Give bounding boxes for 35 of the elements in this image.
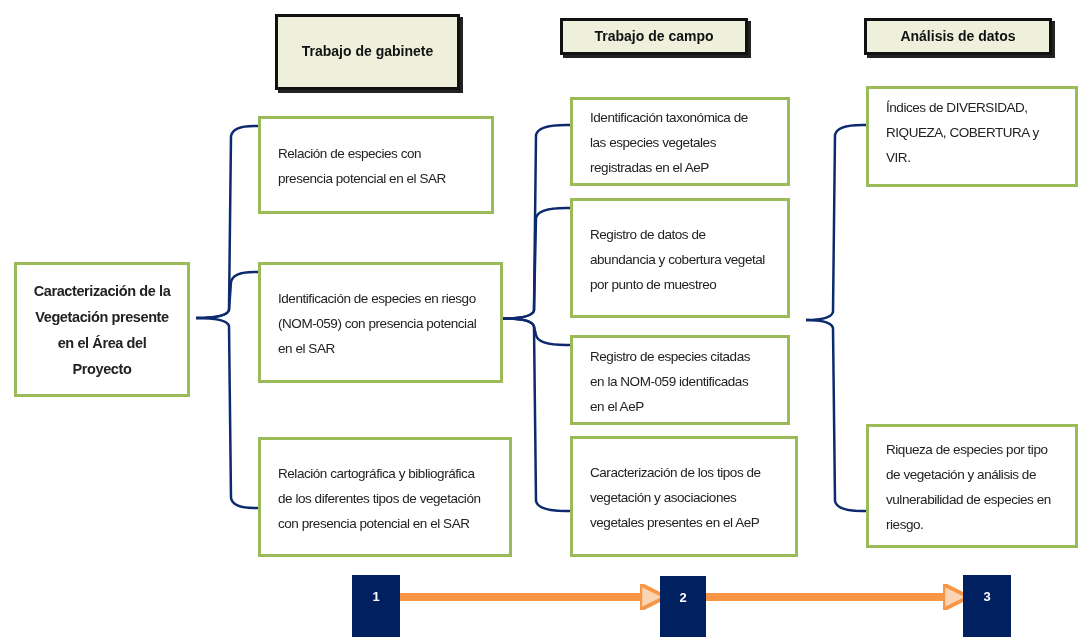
phase-header bbox=[864, 18, 1052, 55]
step-number-box bbox=[963, 575, 1011, 637]
phase-header bbox=[560, 18, 748, 55]
box-text: Relación cartográfica y bibliográfica de los diferentes tipos de vegetación con presencia potencial en el SAR bbox=[278, 464, 482, 533]
process-box bbox=[570, 198, 790, 318]
box-text: Identificación de especies en riesgo (NOM-059) con presencia potencial en el SAR bbox=[278, 290, 478, 358]
box-text: 2 bbox=[679, 590, 687, 607]
brace-connector bbox=[503, 317, 570, 513]
process-box bbox=[258, 437, 512, 557]
box-text: Trabajo de gabinete bbox=[301, 42, 434, 62]
step-number-box bbox=[660, 576, 706, 637]
box-text: 1 bbox=[372, 589, 380, 606]
process-box bbox=[258, 262, 503, 383]
process-box bbox=[866, 86, 1078, 187]
phase-header bbox=[275, 14, 460, 90]
box-text: Trabajo de campo bbox=[594, 26, 714, 46]
process-box bbox=[570, 436, 798, 557]
box-text: Relación de especies con presencia potencial en el SAR bbox=[278, 145, 447, 188]
step-number-box bbox=[352, 575, 400, 637]
box-text: Registro de especies citadas en la NOM-059 identificadas en el AeP bbox=[590, 347, 751, 416]
process-box bbox=[866, 424, 1078, 548]
box-text: 3 bbox=[983, 589, 991, 606]
brace-connector bbox=[196, 316, 258, 510]
brace-connector bbox=[806, 318, 866, 513]
process-box bbox=[570, 335, 790, 425]
topic-box bbox=[14, 262, 190, 397]
box-text: Riqueza de especies por tipo de vegetación y análisis de vulnerabilidad de especies en riesgo. bbox=[886, 441, 1052, 534]
box-text: Índices de DIVERSIDAD, RIQUEZA, COBERTURA y VIR. bbox=[886, 99, 1040, 167]
box-text: Caracterización de la Vegetación presente en el Área del Proyecto bbox=[32, 281, 172, 379]
process-box bbox=[258, 116, 494, 214]
box-text: Caracterización de los tipos de vegetación y asociaciones vegetales presentes en el AeP bbox=[590, 464, 762, 532]
box-text: Registro de datos de abundancia y cobertura vegetal por punto de muestreo bbox=[590, 225, 765, 294]
process-box bbox=[570, 97, 790, 186]
box-text: Identificación taxonómica de las especies vegetales registradas en el AeP bbox=[590, 109, 749, 177]
box-text: Análisis de datos bbox=[900, 26, 1016, 46]
